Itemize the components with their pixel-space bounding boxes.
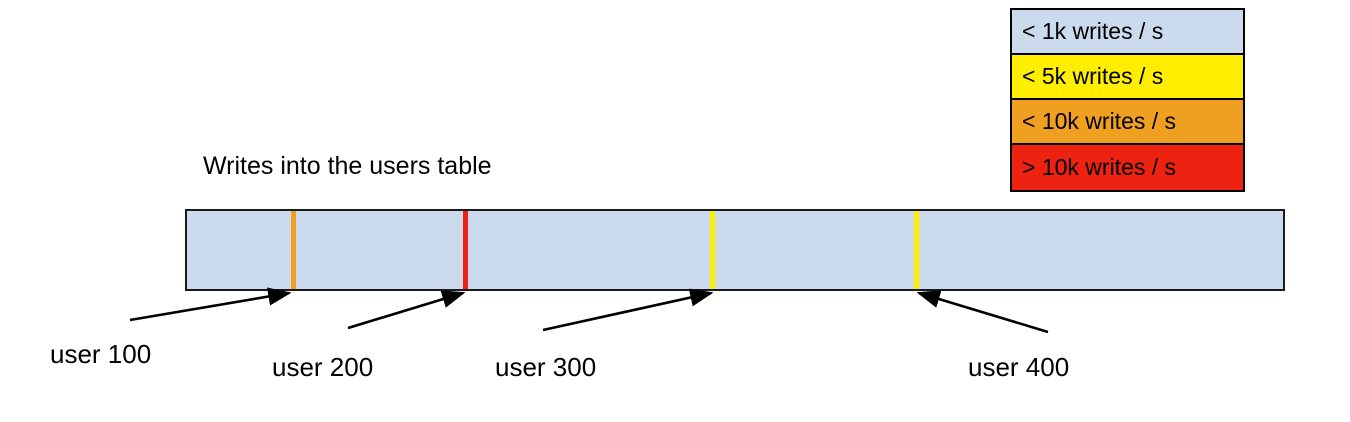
legend-item-label: < 10k writes / s [1022,108,1177,134]
marker-stripe-user-300 [709,211,715,289]
marker-label-user-300: user 300 [495,352,597,382]
legend-item-tier-1: < 1k writes / s [1012,10,1243,55]
marker-label-user-200: user 200 [272,352,374,382]
arrow-user-200 [347,290,466,330]
marker-stripe-user-100 [291,211,297,289]
arrow-user-100 [129,287,292,322]
legend-item-tier-2: < 5k writes / s [1012,55,1243,100]
chart-title: Writes into the users table [203,152,492,180]
marker-label-user-400: user 400 [968,352,1070,382]
legend: < 1k writes / s < 5k writes / s < 10k wr… [1010,8,1245,192]
legend-item-label: < 5k writes / s [1022,63,1164,89]
marker-stripe-user-400 [913,211,919,289]
legend-item-tier-4: > 10k writes / s [1012,145,1243,190]
marker-label-user-100: user 100 [50,339,152,369]
arrow-user-300 [542,288,714,332]
users-table-range-bar [185,209,1285,291]
legend-item-tier-3: < 10k writes / s [1012,100,1243,145]
marker-stripe-user-200 [463,211,469,289]
legend-item-label: < 1k writes / s [1022,18,1164,44]
arrow-user-400 [916,290,1049,334]
legend-item-label: > 10k writes / s [1022,154,1177,180]
